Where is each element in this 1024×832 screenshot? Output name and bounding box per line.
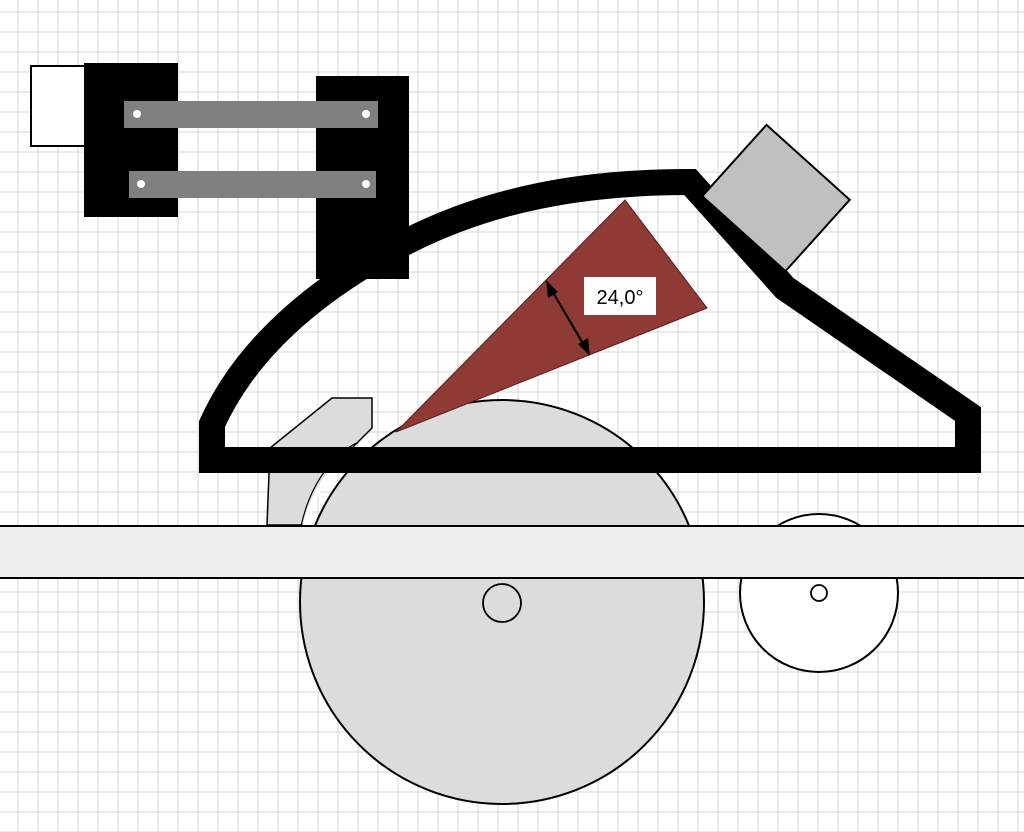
horizontal-rail[interactable] <box>0 525 1024 579</box>
angle-wedge[interactable] <box>395 199 708 433</box>
saw-body-outline[interactable] <box>199 168 981 473</box>
handle-white-stub[interactable] <box>30 65 88 147</box>
handle-link-bar-upper[interactable] <box>124 101 378 128</box>
angle-label: 24,0° <box>597 287 644 309</box>
link-pivot-upper-right[interactable] <box>362 110 370 118</box>
angle-label-box <box>584 277 656 315</box>
angle-dimension-arrow <box>546 280 590 356</box>
blade-arbor-hole[interactable] <box>482 583 522 623</box>
handle-link-bar-lower[interactable] <box>129 171 376 198</box>
link-pivot-lower-left[interactable] <box>137 180 145 188</box>
link-pivot-lower-right[interactable] <box>362 180 370 188</box>
link-pivot-upper-left[interactable] <box>133 110 141 118</box>
motor-block[interactable] <box>700 123 852 273</box>
small-wheel-hub[interactable] <box>810 584 828 602</box>
